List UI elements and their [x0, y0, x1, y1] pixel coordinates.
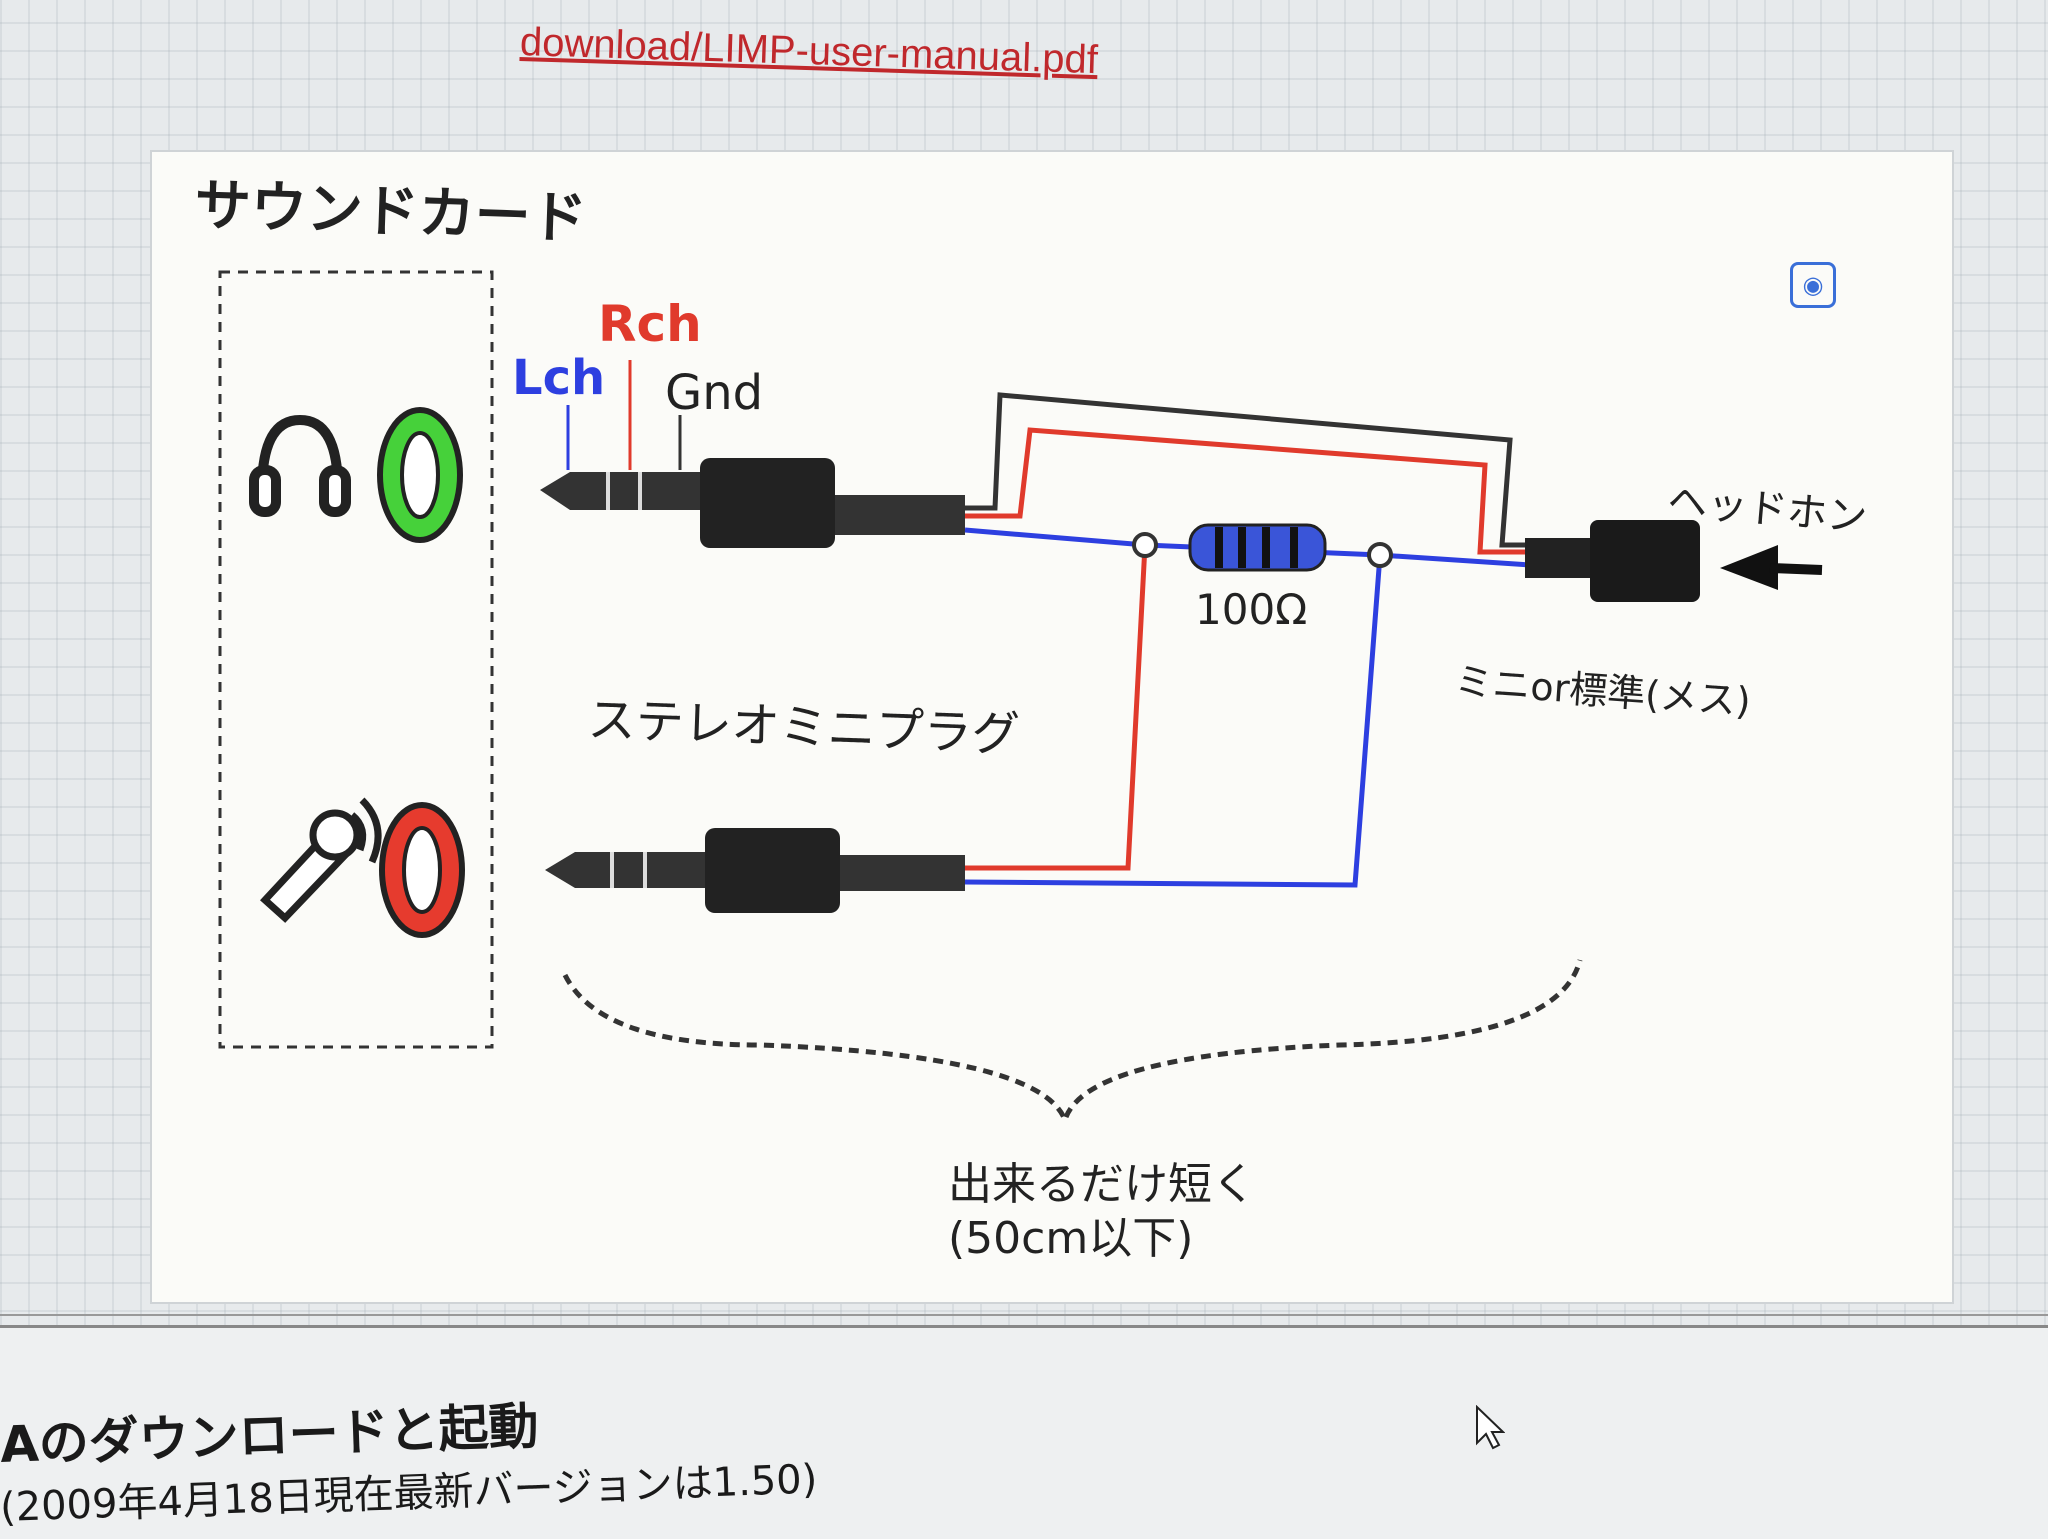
red-jack-icon [379, 802, 465, 938]
junction [1367, 542, 1393, 568]
length-brace [562, 959, 1583, 1128]
bottom-stereo-plug [545, 828, 965, 913]
length-note: 出来るだけ短く [948, 1159, 1256, 1210]
rch-label: Rch [598, 295, 702, 353]
resistor-label: 100Ω [1195, 585, 1308, 634]
lch-label: Lch [512, 350, 606, 406]
microphone-icon [260, 797, 382, 923]
divider [0, 1314, 2048, 1316]
figure-panel [150, 150, 1954, 1304]
pin-pointers [566, 360, 682, 470]
top-stereo-plug [540, 458, 965, 548]
arrow-icon [1720, 545, 1823, 590]
lens-icon[interactable]: ◉ [1790, 262, 1836, 308]
wires [964, 392, 1531, 888]
mouse-cursor-icon [1476, 1405, 1505, 1450]
junction [1132, 532, 1158, 558]
green-jack-icon [377, 407, 463, 543]
headphone-icon [249, 414, 351, 517]
content-section [0, 1314, 2048, 1539]
female-jack [1525, 520, 1700, 602]
gnd-label: Gnd [665, 365, 764, 421]
resistor-icon [1188, 523, 1327, 572]
length-note-sub: (50cm以下) [948, 1213, 1194, 1264]
sound-card-box [218, 270, 494, 1049]
